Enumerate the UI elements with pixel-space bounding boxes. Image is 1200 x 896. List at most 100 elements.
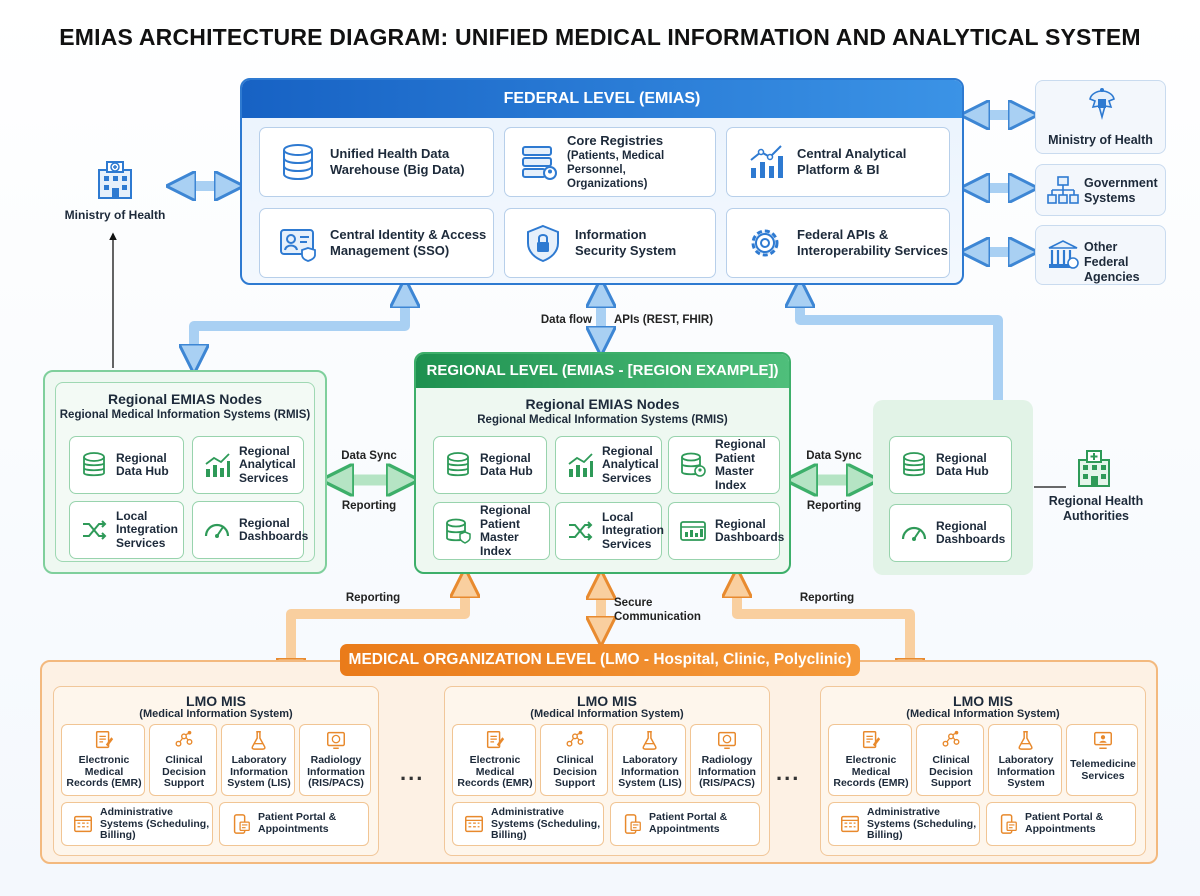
regional-card-label: Regional Patient Master Index (480, 503, 531, 558)
regional-left-subtitle: Regional Medical Information Systems (RM… (59, 409, 311, 421)
lmo-module-label: Telemedicine Services (1070, 758, 1136, 782)
side-ministry-of-health[interactable]: Ministry of Health (1035, 80, 1166, 154)
regional-left-title: Regional EMIAS Nodes (107, 391, 263, 407)
regional-card-label: Regional Analytical Services (602, 443, 659, 485)
regional-center-card[interactable]: Regional Dashboards (668, 502, 784, 560)
regional-left-card[interactable]: Regional Data Hub (69, 436, 184, 494)
side-label: Government Systems (1084, 176, 1158, 205)
lmo-module-label: Electronic Medical Records (EMR) (833, 754, 909, 789)
regional-center-card[interactable]: Regional Data Hub (433, 436, 547, 494)
lmo-module-label: Administrative Systems (Scheduling, Bill… (867, 806, 977, 841)
lmo-module-card[interactable]: Electronic Medical Records (EMR) (828, 724, 912, 796)
label-reporting-bottom-right: Reporting (799, 592, 855, 604)
database-icon (83, 452, 105, 477)
label-data-sync-right: Data Sync (806, 450, 862, 462)
regional-health-authorities: Regional Health Authorities (1040, 446, 1152, 526)
lmo-module-card[interactable]: Electronic Medical Records (EMR) (452, 724, 536, 796)
building-icon (1048, 240, 1079, 269)
lmo-module-card[interactable]: Patient Portal & Appointments (219, 802, 369, 846)
lmo-module-label: Laboratory Information System (LIS) (618, 754, 682, 789)
lmo-module-card[interactable]: Administrative Systems (Scheduling, Bill… (452, 802, 604, 846)
lmo-module-card[interactable]: Administrative Systems (Scheduling, Bill… (828, 802, 980, 846)
id-card-icon (280, 229, 316, 262)
dashboard-icon (680, 521, 706, 541)
label-secure-communication: Secure Communication (614, 597, 701, 623)
side-other-federal-agencies[interactable]: Other Federal Agencies (1035, 225, 1166, 285)
regional-right-box: Regional Data Hub Regional Dashboards (873, 400, 1033, 575)
side-government-systems[interactable]: Government Systems (1035, 164, 1166, 216)
database-icon (283, 144, 313, 181)
medical-record-icon (95, 731, 114, 749)
lmo-module-card[interactable]: Radiology Information (RIS/PACS) (690, 724, 762, 796)
regional-card-label: Local Integration Services (602, 509, 664, 551)
regional-left-card[interactable]: Regional Analytical Services (192, 436, 304, 494)
regional-left-box: Regional EMIAS Nodes Regional Medical In… (43, 370, 327, 574)
lab-flask-icon (1018, 731, 1033, 750)
lmo-module-label: Electronic Medical Records (EMR) (66, 754, 142, 789)
hospital-building-icon (98, 161, 132, 199)
regional-left-card[interactable]: Local Integration Services (69, 501, 184, 559)
regional-left-inner: Regional EMIAS Nodes Regional Medical In… (55, 382, 315, 562)
gear-icon (751, 229, 779, 257)
ministry-left-label: Ministry of Health (64, 208, 166, 222)
regional-card-label: Regional Data Hub (480, 450, 533, 478)
regional-card-label: Regional Data Hub (936, 450, 989, 478)
lmo-subtitle: (Medical Information System) (906, 708, 1060, 720)
lmo-module-card[interactable]: Clinical Decision Support (916, 724, 984, 796)
lmo-module-card[interactable]: Patient Portal & Appointments (610, 802, 760, 846)
regional-card-label: Local Integration Services (116, 508, 178, 550)
regional-card-label: Regional Dashboards (715, 516, 785, 544)
ministry-left: Ministry of Health (60, 150, 170, 226)
regional-level-header: REGIONAL LEVEL (EMIAS - [REGION EXAMPLE]… (416, 354, 789, 388)
lmo-module-card[interactable]: Clinical Decision Support (149, 724, 217, 796)
lmo-module-card[interactable]: Electronic Medical Records (EMR) (61, 724, 145, 796)
lmo-module-card[interactable]: Laboratory Information System (988, 724, 1062, 796)
radiology-monitor-icon (718, 731, 736, 749)
regional-level-box: REGIONAL LEVEL (EMIAS - [REGION EXAMPLE]… (414, 352, 791, 574)
regional-center-card[interactable]: Regional Analytical Services (555, 436, 662, 494)
regional-center-card[interactable]: Regional Patient Master Index (668, 436, 780, 494)
label-reporting-bottom-left: Reporting (345, 592, 401, 604)
regional-card-label: Regional Dashboards (936, 518, 1006, 546)
lmo-module-card[interactable]: Laboratory Information System (LIS) (221, 724, 295, 796)
regional-node-subtitle: Regional Medical Information Systems (RM… (477, 414, 728, 426)
lmo-title: LMO MIS (186, 693, 246, 709)
lmo-module-card[interactable]: Radiology Information (RIS/PACS) (299, 724, 371, 796)
regional-center-card[interactable]: Regional Patient Master Index (433, 502, 550, 560)
lmo-module-label: Clinical Decision Support (929, 754, 973, 789)
lmo-module-card[interactable]: Administrative Systems (Scheduling, Bill… (61, 802, 213, 846)
diagram-title: EMIAS ARCHITECTURE DIAGRAM: UNIFIED MEDI… (59, 24, 1141, 50)
telemedicine-icon (1094, 731, 1112, 749)
lmo-module-label: Patient Portal & Appointments (1025, 811, 1104, 835)
federal-card-apis[interactable]: Federal APIs &Interoperability Services (726, 208, 950, 278)
gauge-icon (204, 523, 230, 538)
analytics-chart-icon (205, 453, 230, 477)
database-icon (447, 452, 469, 477)
federal-card-line1: Information (575, 227, 647, 242)
lmo-module-card[interactable]: Telemedicine Services (1066, 724, 1138, 796)
lab-flask-icon (251, 731, 266, 750)
regional-left-card[interactable]: Regional Dashboards (192, 501, 308, 559)
lmo-module-label: Administrative Systems (Scheduling, Bill… (491, 806, 601, 841)
lmo-module-card[interactable]: Clinical Decision Support (540, 724, 608, 796)
patient-index-icon (446, 518, 471, 544)
federal-level-header: FEDERAL LEVEL (EMIAS) (242, 80, 962, 118)
lmo-module-label: Patient Portal & Appointments (258, 811, 337, 835)
registry-server-icon (522, 146, 557, 180)
lmo-module-card[interactable]: Patient Portal & Appointments (986, 802, 1136, 846)
regional-right-card[interactable]: Regional Dashboards (889, 504, 1012, 562)
analytics-chart-icon (568, 453, 593, 477)
lmo-module-card[interactable]: Laboratory Information System (LIS) (612, 724, 686, 796)
regional-right-card[interactable]: Regional Data Hub (889, 436, 1012, 494)
federal-card-core-registries[interactable]: Core Registries(Patients, Medical Person… (504, 127, 716, 197)
lmo-subtitle: (Medical Information System) (530, 708, 684, 720)
regional-center-card[interactable]: Local Integration Services (555, 502, 664, 560)
core-registries-title: Core Registries (567, 133, 664, 148)
lmo-title: LMO MIS (953, 693, 1013, 709)
medical-level-header: MEDICAL ORGANIZATION LEVEL (LMO - Hospit… (340, 644, 860, 676)
emblem-icon (1089, 88, 1115, 121)
